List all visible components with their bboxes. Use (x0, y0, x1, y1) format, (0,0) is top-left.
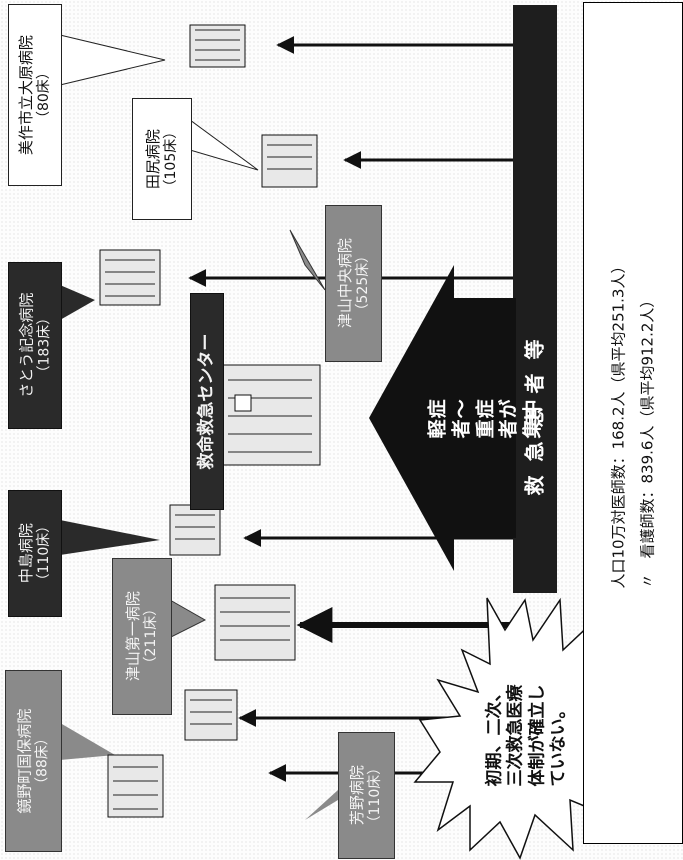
building-tajiri-icon (261, 134, 318, 188)
patients-label: 救急患者等 (522, 325, 547, 495)
building-kagamino-icon (184, 689, 238, 741)
building-nakashima-icon (169, 504, 221, 556)
hospital-name-ohara: 美作市立大原病院 (16, 34, 35, 156)
hospital-name-haga: 芳野病院 (348, 765, 367, 826)
hospital-beds-kagamino: （88床） (34, 731, 51, 791)
callout-haga: 芳野病院（110床） (338, 732, 395, 859)
hospital-beds-tajiri: （105床） (162, 124, 179, 194)
hospital-beds-sato: （183床） (35, 311, 52, 380)
callout-sato: さとう記念病院（183床） (8, 262, 62, 429)
hospital-name-kagamino: 鏡野町国保病院 (15, 708, 34, 814)
hospital-beds-tsuyama-chuo: （525床） (354, 249, 371, 318)
building-ohara-icon (189, 24, 246, 68)
building-sato-icon (99, 249, 161, 306)
concentration-text-box: 軽症者〜重症者が集中 (427, 300, 544, 536)
hospital-beds-nakashima: （110床） (35, 519, 52, 588)
burst-text-box: 初期、二次、 三次救急医療 体制が確立し ていない。 (452, 640, 602, 830)
callout-pointer-tsuyama-chuo (289, 229, 326, 291)
burst-line-2: 三次救急医療 (505, 684, 526, 786)
callout-kagamino: 鏡野町国保病院（88床） (5, 670, 62, 852)
hospital-name-tsuyama-chuo: 津山中央病院 (335, 238, 354, 329)
callout-pointer-kagamino (55, 720, 115, 760)
callout-tajiri: 田尻病院（105床） (132, 98, 192, 220)
callout-pointer-tajiri (189, 119, 259, 171)
callout-tsuyama-daiichi: 津山第一病院（211床） (112, 558, 172, 715)
stats-box: 人口10万対医師数：168.2人（県平均251.3人） 〃 看護師数：839.6… (583, 2, 683, 844)
callout-pointer-ohara (59, 34, 166, 86)
burst-line-3: 体制が確立し (527, 684, 547, 786)
patients-label-box: 救急患者等 (515, 250, 555, 570)
building-center-icon (219, 364, 321, 466)
stats-nurses: 〃 看護師数：839.6人（県平均912.2人） (638, 292, 657, 588)
hospital-name-sato: さとう記念病院 (16, 292, 35, 399)
burst-line-1: 初期、二次、 (484, 684, 505, 786)
patients-trunk (513, 5, 557, 593)
hospital-beds-ohara: （80床） (35, 65, 52, 125)
hospital-beds-haga: （110床） (367, 761, 384, 830)
concentration-wedge (369, 265, 454, 571)
building-tsuyama-daiichi-icon (214, 584, 296, 661)
center-label: 救命救急センター (196, 333, 217, 470)
callout-nakashima: 中島病院（110床） (8, 490, 62, 617)
callout-pointer-haga (305, 790, 338, 820)
callout-pointer-nakashima (60, 520, 160, 555)
burst-line-4: ていない。 (548, 701, 569, 786)
hospital-name-nakashima: 中島病院 (16, 523, 35, 584)
callout-pointer-sato (60, 285, 95, 320)
callout-ohara: 美作市立大原病院（80床） (8, 4, 62, 186)
center-label-box: 救命救急センター (190, 293, 224, 510)
hospital-name-tajiri: 田尻病院 (143, 128, 162, 190)
building-haga-icon (107, 754, 164, 818)
concentration-band (454, 298, 516, 538)
callout-tsuyama-chuo: 津山中央病院（525床） (325, 205, 382, 362)
hospital-name-tsuyama-daiichi: 津山第一病院 (123, 591, 142, 682)
stats-doctors: 人口10万対医師数：168.2人（県平均251.3人） (609, 258, 628, 588)
hospital-beds-tsuyama-daiichi: （211床） (142, 602, 159, 671)
